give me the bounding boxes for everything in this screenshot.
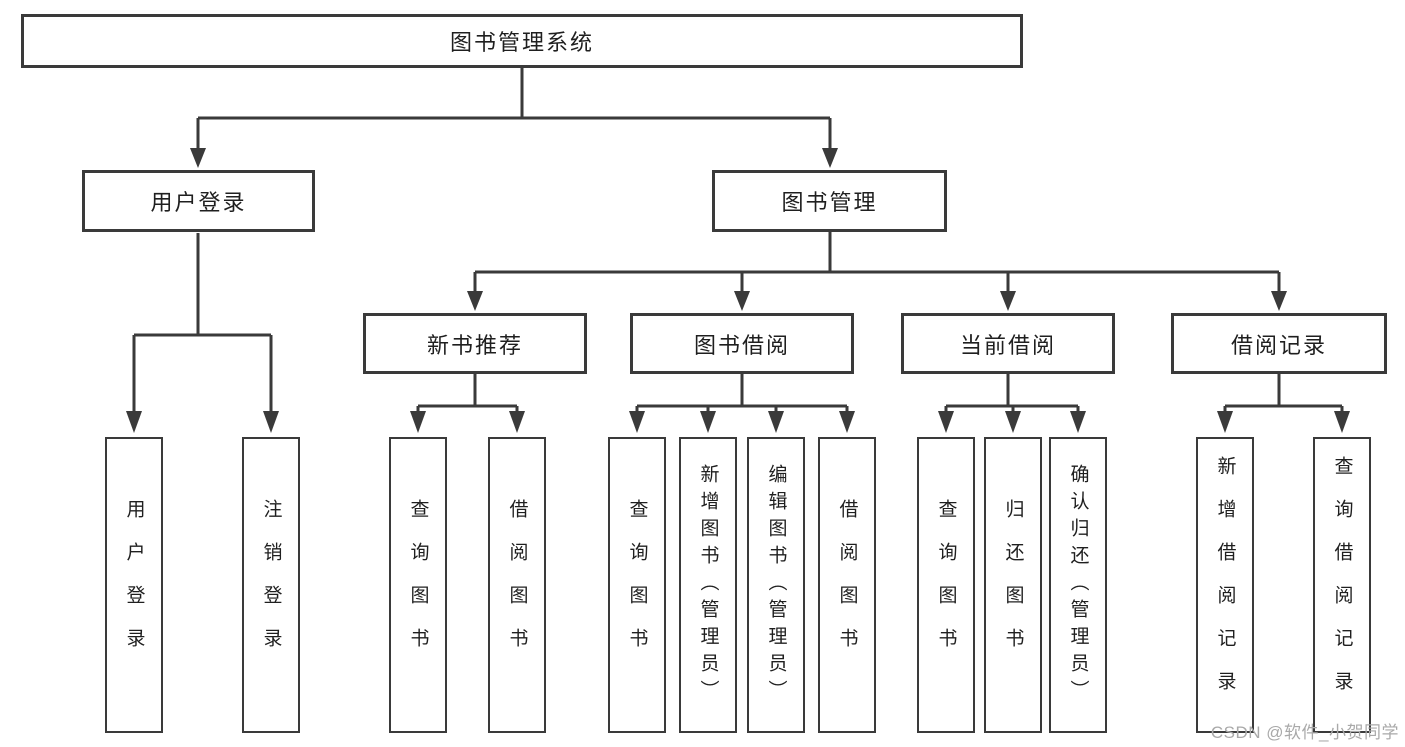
leaf-query-book-current-label: 查询图书 [935,499,957,671]
leaf-add-record-label: 新增借阅记录 [1214,456,1236,714]
leaf-borrow-book-rec-label: 借阅图书 [506,499,528,671]
node-root: 图书管理系统 [21,14,1023,68]
connectors-new-book-rec-children [410,374,525,433]
node-user-login-label: 用户登录 [150,190,247,215]
leaf-logout-label: 注销登录 [260,499,282,671]
connectors-root-to-level2 [190,68,838,168]
leaf-query-record-label: 查询借阅记录 [1331,456,1353,714]
leaf-user-login-label: 用户登录 [123,499,145,671]
leaf-query-book-rec-label: 查询图书 [407,499,429,671]
node-new-book-rec-label: 新书推荐 [426,332,523,358]
leaf-confirm-return: 确认归还（管理员） [1049,437,1107,733]
leaf-query-book-borrow: 查询图书 [608,437,666,733]
leaf-query-record: 查询借阅记录 [1313,437,1371,733]
node-current-borrow: 当前借阅 [901,313,1115,374]
csdn-watermark: CSDN @软件_小贺同学 [1210,723,1399,742]
connectors-borrow-record-children [1217,374,1350,433]
leaf-borrow-book-borrow: 借阅图书 [818,437,876,733]
node-borrow-record: 借阅记录 [1171,313,1387,374]
leaf-confirm-return-label: 确认归还（管理员） [1067,463,1089,707]
connectors-book-borrow-children [629,374,855,433]
leaf-query-book-rec: 查询图书 [389,437,447,733]
leaf-query-book-borrow-label: 查询图书 [626,499,648,671]
leaf-logout: 注销登录 [242,437,300,733]
node-new-book-rec: 新书推荐 [363,313,587,374]
leaf-add-record: 新增借阅记录 [1196,437,1254,733]
node-book-mgmt-label: 图书管理 [781,190,878,215]
connectors-current-borrow-children [938,374,1086,433]
leaf-borrow-book-rec: 借阅图书 [488,437,546,733]
leaf-edit-book-label: 编辑图书（管理员） [765,463,787,707]
node-user-login: 用户登录 [82,170,315,232]
node-book-mgmt: 图书管理 [712,170,947,232]
leaf-user-login: 用户登录 [105,437,163,733]
leaf-return-book: 归还图书 [984,437,1042,733]
leaf-add-book-label: 新增图书（管理员） [697,463,719,707]
node-book-borrow: 图书借阅 [630,313,854,374]
leaf-borrow-book-borrow-label: 借阅图书 [836,499,858,671]
connectors-user-login-children [126,233,279,433]
node-book-borrow-label: 图书借阅 [693,332,790,358]
leaf-edit-book: 编辑图书（管理员） [747,437,805,733]
node-root-label: 图书管理系统 [449,30,594,55]
node-borrow-record-label: 借阅记录 [1230,332,1327,358]
leaf-return-book-label: 归还图书 [1002,499,1024,671]
connectors-book-mgmt-to-level3 [467,232,1287,311]
node-current-borrow-label: 当前借阅 [959,332,1056,358]
leaf-add-book: 新增图书（管理员） [679,437,737,733]
leaf-query-book-current: 查询图书 [917,437,975,733]
